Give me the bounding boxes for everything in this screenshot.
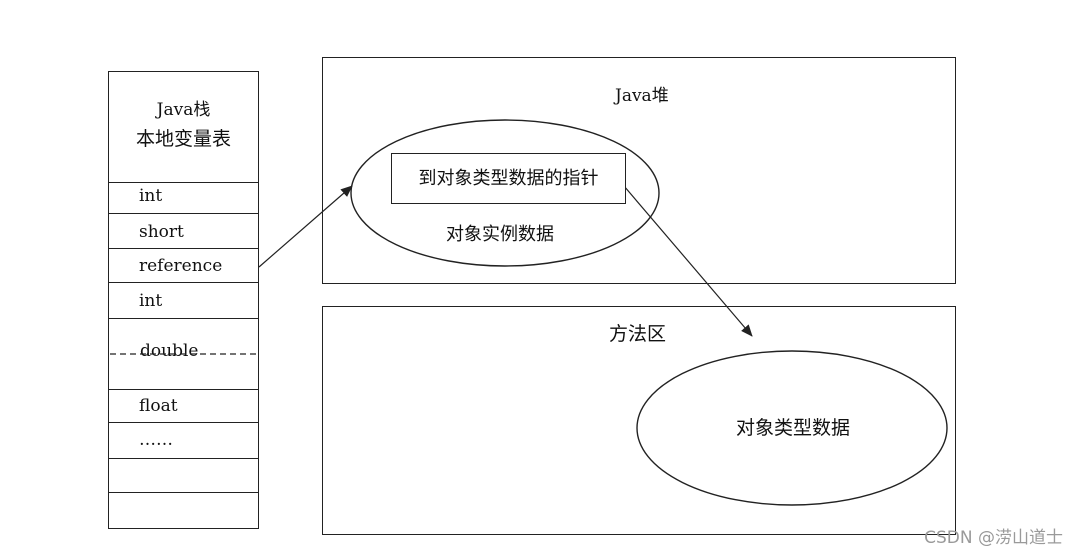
object-instance-label: 对象实例数据 [446,224,554,245]
stack-slot-empty-1 [108,458,259,493]
slot-label: float [139,396,178,416]
slot-label: …… [139,430,173,450]
slot-label: short [139,222,184,242]
slot-label: reference [139,256,223,276]
slot-label: int [139,291,163,311]
local-variable-table-title: 本地变量表 [135,128,231,150]
slot-label: int [139,186,163,206]
type-pointer-box: 到对象类型数据的指针 [391,153,626,204]
slot-label: double [139,341,200,361]
stack-slot-short: short [108,213,259,249]
java-heap-region: Java堆 [322,57,956,284]
method-area-title: 方法区 [609,323,667,345]
watermark: CSDN @涝山道士 [924,528,1063,548]
reference-arrow [258,185,353,268]
object-type-label: 对象类型数据 [736,417,851,439]
method-area-region: 方法区 [322,306,956,535]
stack-header: Java栈 本地变量表 [108,71,259,183]
stack-slot-empty-2 [108,492,259,529]
stack-slot-reference: reference [108,248,259,283]
java-heap-title: Java堆 [615,86,669,106]
stack-title: Java栈 [156,100,211,120]
stack-slot-ellipsis: …… [108,422,259,459]
object-type-ellipse [636,350,948,506]
type-pointer-arrow [623,185,753,337]
stack-slot-int-1: int [108,182,259,214]
stack-slot-float: float [108,389,259,423]
stack-slot-double: double [108,318,259,390]
type-pointer-label: 到对象类型数据的指针 [418,168,599,189]
stack-slot-int-2: int [108,282,259,319]
